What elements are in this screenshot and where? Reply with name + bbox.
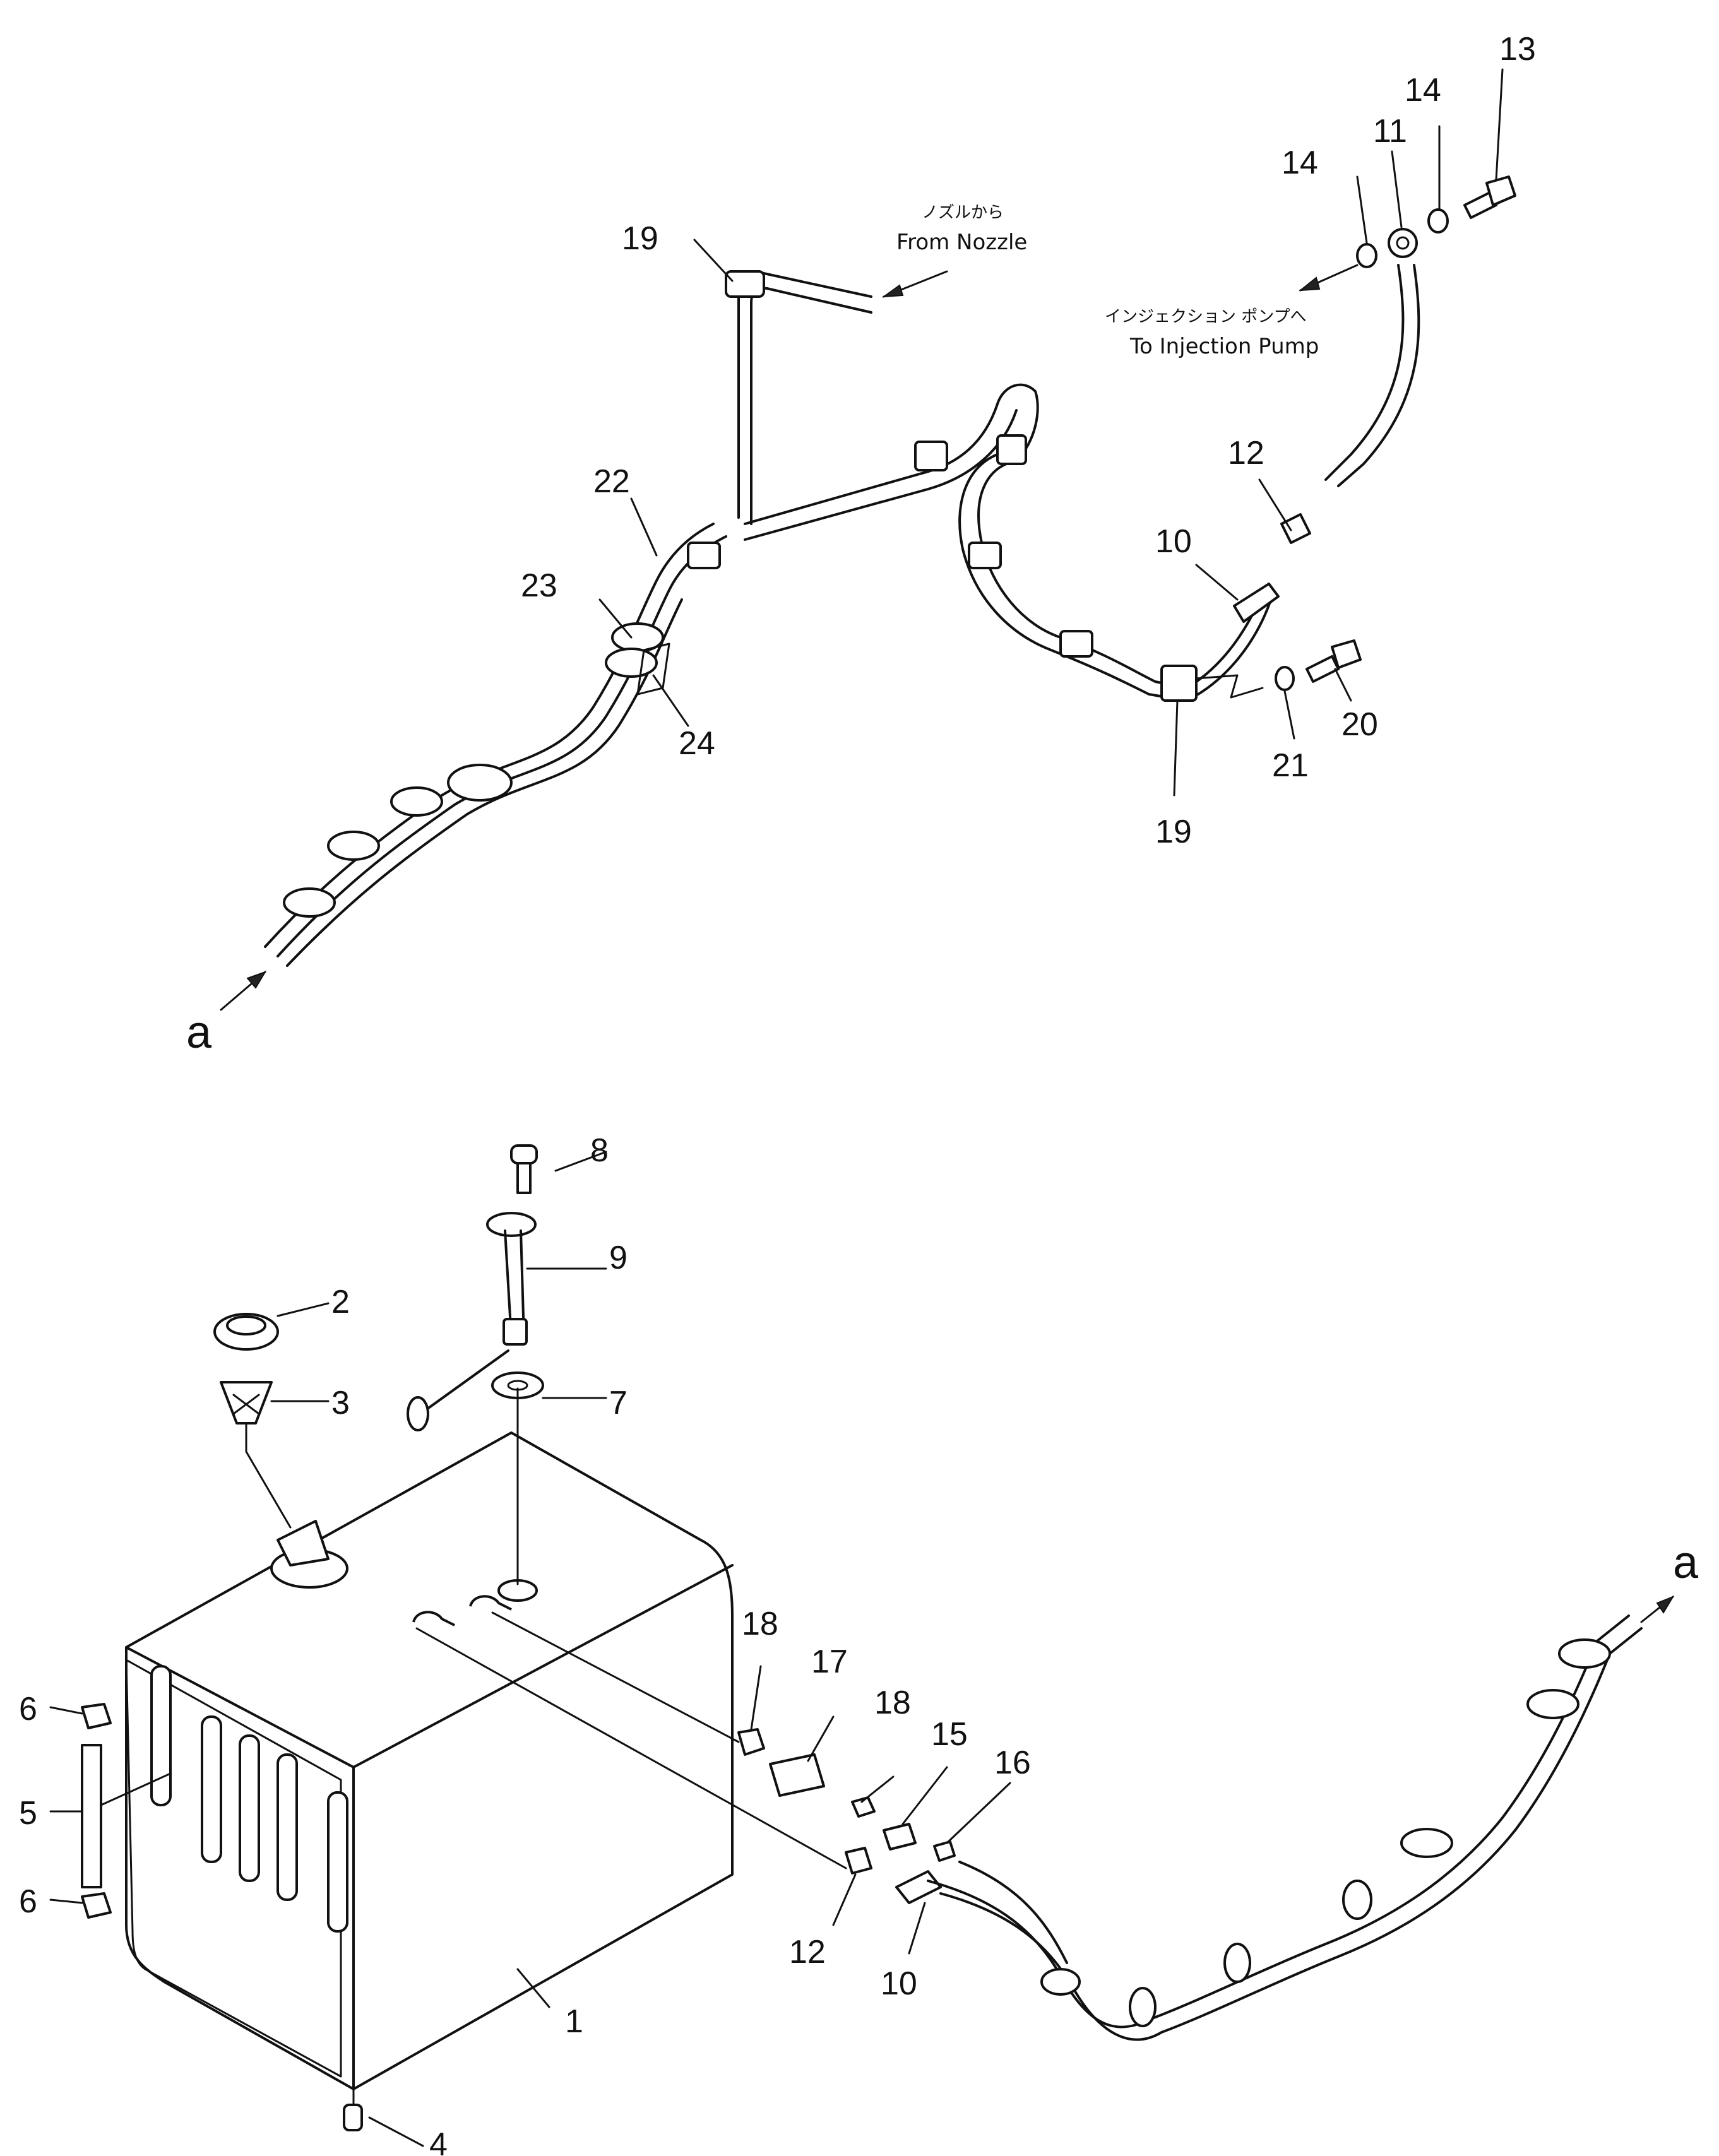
- callout-8: 8: [590, 1132, 609, 1169]
- from-nozzle-jp: ノズルから: [922, 203, 1004, 222]
- callout-10-bottom: 10: [881, 1965, 917, 2002]
- connector-a-upper: a: [186, 1007, 212, 1058]
- callout-4: 4: [429, 2126, 448, 2156]
- callout-19-bottom: 19: [1155, 814, 1192, 850]
- connector-a-lower: a: [1673, 1537, 1699, 1588]
- callout-6-top: 6: [19, 1691, 37, 1727]
- to-pump-label: To Injection Pump: [1129, 334, 1319, 359]
- callout-2: 2: [331, 1284, 350, 1320]
- fuel-tank: [81, 1144, 1675, 2131]
- callout-15: 15: [931, 1716, 968, 1753]
- callout-18-left: 18: [742, 1606, 778, 1642]
- callout-13: 13: [1499, 31, 1536, 68]
- callout-14-left: 14: [1282, 145, 1318, 181]
- lower-leader-lines: [49, 1151, 1011, 2147]
- callout-12-bottom: 12: [789, 1934, 826, 1970]
- callout-9: 9: [609, 1240, 628, 1276]
- callout-23: 23: [521, 567, 557, 604]
- callout-17: 17: [811, 1644, 848, 1680]
- callout-21: 21: [1272, 747, 1309, 784]
- callout-24: 24: [679, 725, 715, 762]
- callout-20: 20: [1341, 706, 1378, 743]
- callout-10-top: 10: [1155, 523, 1192, 560]
- callout-14-right: 14: [1405, 72, 1441, 109]
- callout-11: 11: [1373, 113, 1407, 150]
- from-nozzle-label: From Nozzle: [896, 230, 1027, 255]
- upper-leader-lines: [598, 68, 1504, 797]
- to-pump-jp: インジェクション ポンプへ: [1105, 307, 1307, 326]
- callout-7: 7: [609, 1385, 628, 1421]
- callout-22: 22: [593, 463, 630, 500]
- callout-16: 16: [994, 1744, 1031, 1781]
- callout-18-right: 18: [874, 1685, 911, 1721]
- return-pipe-assembly: [220, 175, 1516, 1011]
- callout-6-bottom: 6: [19, 1883, 37, 1920]
- callout-5: 5: [19, 1795, 37, 1832]
- callout-3: 3: [331, 1385, 350, 1421]
- callout-12-top: 12: [1228, 435, 1264, 471]
- callout-19-top: 19: [622, 220, 658, 257]
- callout-1: 1: [565, 2003, 583, 2040]
